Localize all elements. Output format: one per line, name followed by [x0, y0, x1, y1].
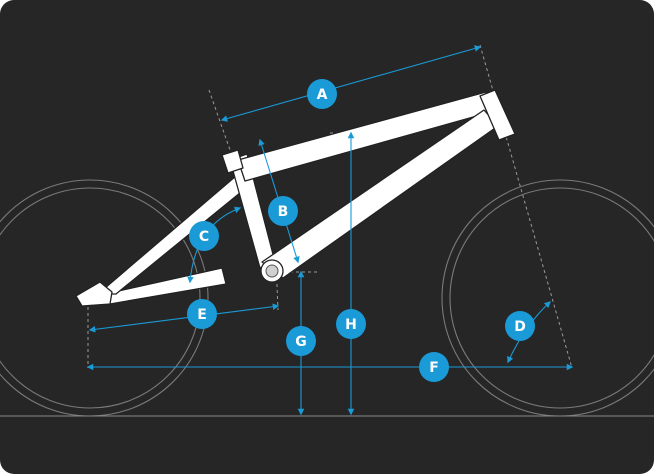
- dim-e-line: [88, 303, 280, 333]
- badge-g: G: [286, 326, 316, 356]
- bike-frame: [75, 89, 516, 307]
- front-wheel: [441, 179, 654, 417]
- badge-f-label: F: [429, 360, 439, 376]
- badge-h-label: H: [345, 317, 357, 333]
- badge-b: B: [268, 196, 298, 226]
- seat-clamp: [221, 149, 244, 174]
- badge-e-label: E: [197, 307, 207, 323]
- dim-a-line: [220, 45, 482, 122]
- badge-h: H: [336, 309, 366, 339]
- head-tube: [479, 89, 516, 141]
- badge-a-label: A: [317, 87, 328, 103]
- badge-e: E: [187, 299, 217, 329]
- badge-c: C: [189, 221, 219, 251]
- badge-d-label: D: [514, 319, 526, 335]
- rear-dropout: [75, 281, 113, 307]
- badge-d: D: [505, 311, 535, 341]
- badge-g-label: G: [295, 334, 307, 350]
- badge-f: F: [419, 352, 449, 382]
- badge-a: A: [307, 79, 337, 109]
- badge-c-label: C: [199, 229, 209, 245]
- badge-b-label: B: [278, 204, 289, 220]
